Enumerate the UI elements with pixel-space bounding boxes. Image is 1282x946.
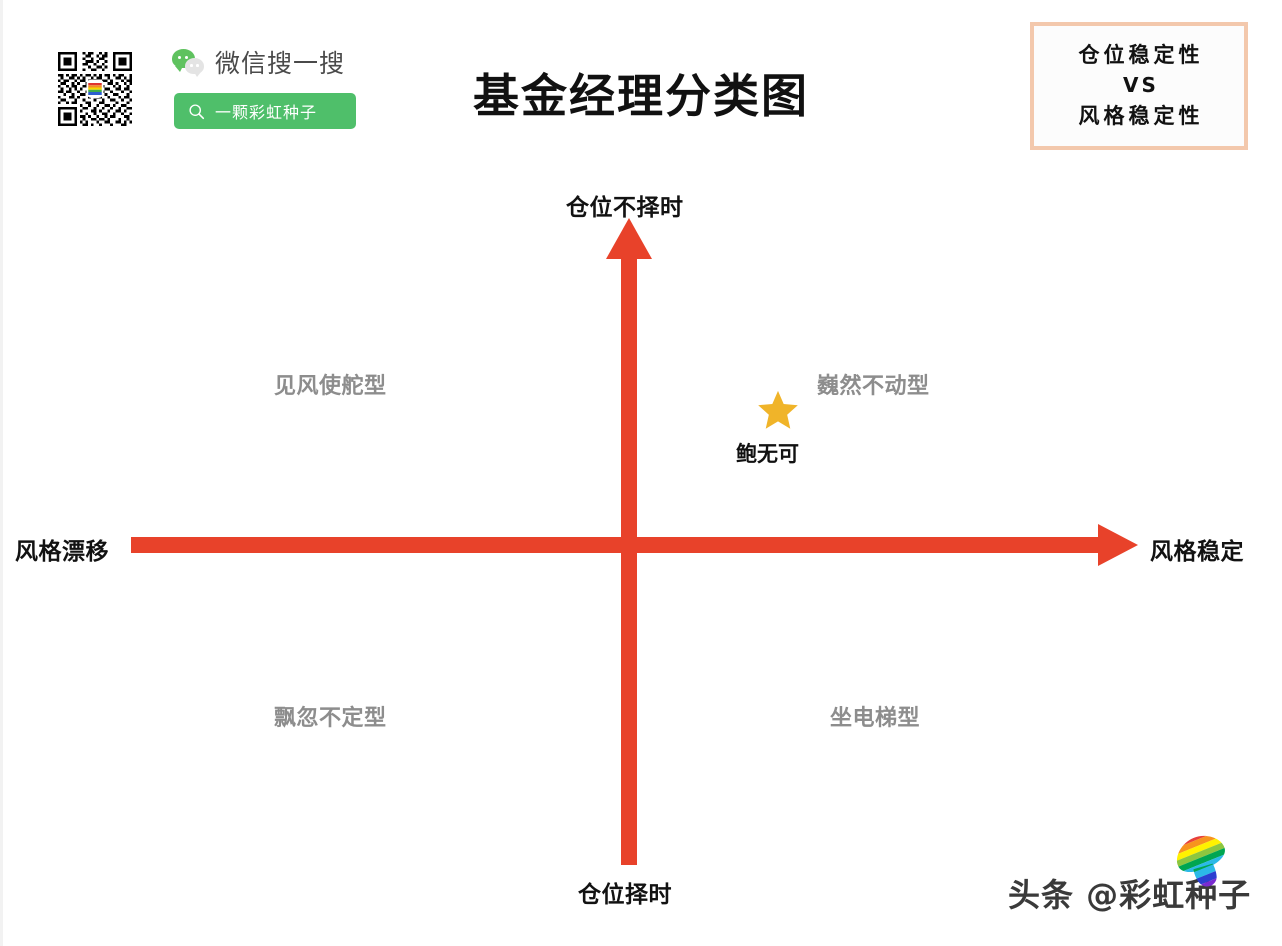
data-point-label: 鲍无可: [736, 442, 799, 466]
rainbow-seed-mini-icon: [86, 80, 104, 98]
quadrant-label-bottom-left: 飘忽不定型: [274, 706, 387, 731]
page-title: 基金经理分类图: [473, 69, 809, 123]
quadrant-label-top-right: 巍然不动型: [817, 374, 930, 399]
x-axis-label-left: 风格漂移: [15, 539, 109, 565]
qr-code-icon[interactable]: [55, 47, 135, 131]
rainbow-seed-logo-icon: [1172, 832, 1230, 890]
wechat-logo-icon: [172, 48, 206, 77]
star-icon: [758, 390, 798, 429]
wechat-search-button[interactable]: 一颗彩虹种子: [174, 93, 356, 129]
y-axis-label-bottom: 仓位择时: [578, 882, 672, 908]
wechat-search-label: 微信搜一搜: [215, 49, 346, 78]
y-axis-arrow-icon: [606, 218, 652, 259]
legend-line-vs: VS: [1123, 73, 1159, 98]
x-axis-arrow-icon: [1098, 524, 1138, 566]
wechat-search-query: 一颗彩虹种子: [215, 103, 318, 122]
x-axis-label-right: 风格稳定: [1150, 539, 1244, 565]
x-axis-line: [131, 537, 1100, 553]
wechat-promo-block: 微信搜一搜 一颗彩虹种子: [50, 38, 380, 138]
y-axis-label-top: 仓位不择时: [566, 195, 684, 221]
legend-line-1: 仓位稳定性: [1078, 43, 1204, 68]
quadrant-label-bottom-right: 坐电梯型: [830, 706, 921, 731]
legend-box: 仓位稳定性 VS 风格稳定性: [1030, 22, 1248, 150]
wechat-brand-row: 微信搜一搜: [172, 44, 345, 80]
y-axis-line: [621, 258, 637, 865]
quadrant-label-top-left: 见风使舵型: [274, 374, 387, 399]
search-icon: [189, 103, 205, 119]
legend-line-2: 风格稳定性: [1078, 103, 1204, 128]
page-left-edge: [0, 0, 3, 946]
